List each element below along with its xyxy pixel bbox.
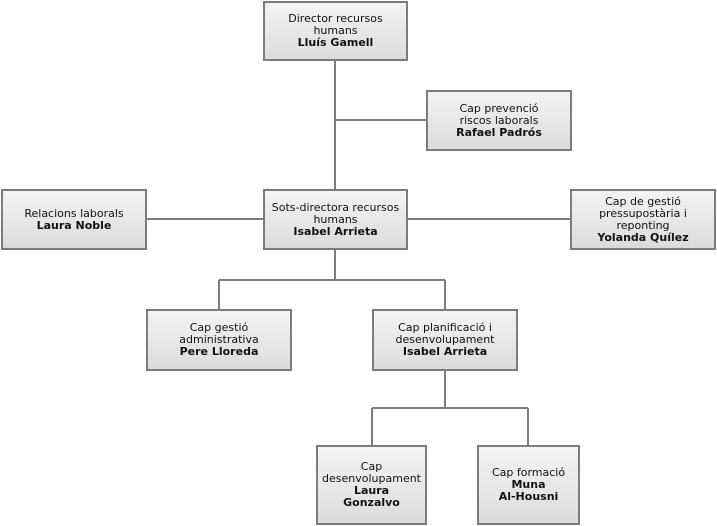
- node-person-name: Laura Noble: [36, 218, 112, 232]
- node-cap-planificacio: Cap planificació i desenvolupament Isabe…: [372, 309, 518, 371]
- node-title-line: administrativa: [179, 333, 259, 346]
- node-person-name: Pere Lloreda: [179, 345, 259, 358]
- node-cap-prevencio: Cap prevenció riscos laborals Rafael Pad…: [426, 90, 572, 151]
- node-director-recursos-humans: Director recursos humans Lluís Gamell: [263, 1, 408, 61]
- node-title-line: riscos laborals: [459, 113, 539, 127]
- node-title-line: Director recursos: [288, 12, 383, 25]
- node-title-line: pressupostària i: [599, 206, 687, 220]
- node-title-line: humans: [313, 212, 358, 226]
- node-title-line: Cap planificació i: [398, 321, 492, 334]
- node-relacions-laborals: Relacions laborals Laura Noble: [1, 189, 147, 250]
- node-title-line: Cap gestió: [189, 321, 249, 334]
- node-title-line: Cap formació: [491, 466, 566, 479]
- node-sots-directora: Sots-directora recursos humans Isabel Ar…: [263, 189, 408, 250]
- node-person-name: Rafael Padrós: [456, 125, 542, 139]
- node-title-line: Cap: [360, 460, 383, 473]
- node-person-name: Isabel Arrieta: [293, 224, 378, 238]
- node-cap-desenvolupament: Cap desenvolupament Laura Gonzalvo: [316, 445, 427, 525]
- node-person-name: Al-Housni: [498, 490, 559, 503]
- node-title-line: desenvolupament: [322, 472, 421, 485]
- node-cap-gestio-pressupostaria: Cap de gestió pressupostària i reponting…: [570, 189, 716, 250]
- node-title-line: humans: [313, 24, 358, 37]
- node-cap-gestio-administrativa: Cap gestió administrativa Pere Lloreda: [146, 309, 292, 371]
- node-person-name: Laura Gonzalvo: [343, 484, 400, 509]
- node-title-line: Cap de gestió: [605, 194, 681, 208]
- node-cap-formacio: Cap formació Muna Al-Housni: [477, 445, 580, 525]
- node-title-line: reponting: [616, 218, 670, 232]
- node-title-line: Sots-directora recursos: [271, 200, 400, 214]
- node-person-name: Lluís Gamell: [297, 36, 374, 49]
- node-title-line: Relacions laborals: [24, 206, 124, 220]
- node-title-line: desenvolupament: [395, 333, 495, 346]
- node-person-name: Muna: [511, 478, 546, 491]
- node-title-line: Cap prevenció: [459, 101, 539, 115]
- node-person-name: Isabel Arrieta: [402, 345, 488, 358]
- node-person-name: Yolanda Quílez: [597, 230, 689, 244]
